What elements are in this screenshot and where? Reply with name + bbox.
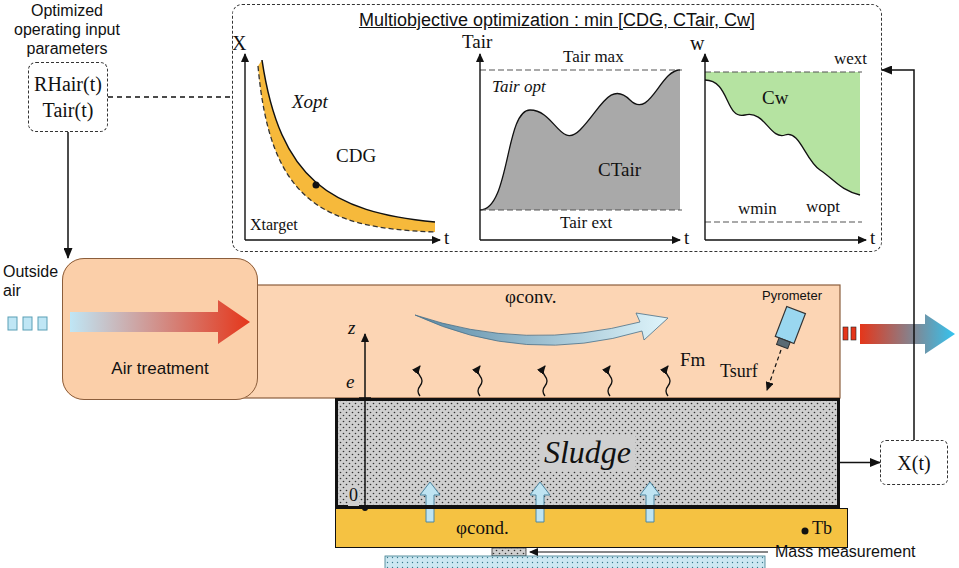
parameter-box: Optimized operating input parametersRHai… [28,62,108,132]
axis-label: t [870,228,875,249]
limit-label: Tair max [563,48,624,67]
dimension-label: 0 [348,486,359,506]
air-treatment-box: Air treatment [62,258,258,400]
area-label: CTair [598,160,641,181]
instrument-label: Mass measurement [775,543,916,561]
connector-arrow [108,96,232,98]
axis-label: t [444,228,449,249]
axis-label: w [690,32,704,54]
flux-label: Fm [680,350,705,371]
limit-label: wmin [738,200,777,219]
connector-arrow [67,132,69,258]
connector-arrow [882,70,914,440]
axis-label: Tair [462,32,492,53]
node-text: Air treatment [63,359,257,379]
axis-label: t [684,228,689,249]
temperature-label: Tb [812,519,832,539]
node-text: Sludge [540,435,635,470]
curve-label: wopt [806,198,840,217]
axis-label: X [232,32,246,54]
flux-label: φconv. [505,287,556,308]
axis-label: z [348,318,355,339]
limit-label: Tair ext [560,214,612,233]
temperature-label: Tsurf [720,362,758,382]
inlet-label: Outside air [3,262,61,300]
instrument-label: Pyrometer [762,289,822,303]
area-label: Cw [762,88,788,109]
node-text: Tair(t) [43,97,94,123]
box-heading: Optimized operating input parameters [5,1,129,59]
heating-plate: φcond. [335,508,848,548]
sludge-layer: Sludge [335,398,840,508]
curve-label: Xtarget [250,216,298,234]
limit-label: wext [834,50,867,69]
node-text: φcond. [456,517,509,540]
measurement-box: X(t) [880,440,948,485]
node-text: Multiobjective optimization : min [CDG, … [233,10,881,32]
connector-arrow [840,462,880,464]
curve-label: Xopt [292,92,328,113]
area-label: CDG [336,146,376,167]
curve-label: Tair opt [492,78,546,97]
node-text: RHair(t) [34,71,102,97]
node-text: X(t) [897,451,930,475]
dimension-label: e [346,372,354,393]
optimization-panel: Multiobjective optimization : min [CDG, … [232,4,882,252]
